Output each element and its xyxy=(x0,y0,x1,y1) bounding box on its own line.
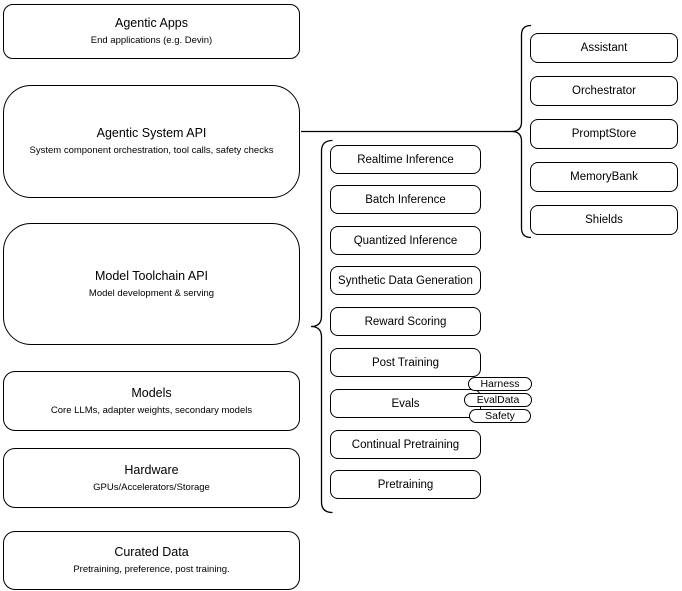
box-title: Agentic System API xyxy=(96,126,207,140)
toolchain-item-synthetic-data-generation: Synthetic Data Generation xyxy=(330,266,481,295)
component-promptstore: PromptStore xyxy=(530,119,678,149)
box-title: Model Toolchain API xyxy=(94,268,209,283)
box-subtitle: System component orchestration, tool cal… xyxy=(29,145,274,156)
agentic-apps-box: Agentic Apps End applications (e.g. Devi… xyxy=(3,4,300,59)
evals-tag-harness: Harness xyxy=(468,377,532,391)
toolchain-item-continual-pretraining: Continual Pretraining xyxy=(330,430,481,459)
curated-data-box: Curated Data Pretraining, preference, po… xyxy=(3,531,300,590)
evals-tag-evaldata: EvalData xyxy=(464,393,532,407)
models-box: Models Core LLMs, adapter weights, secon… xyxy=(3,371,300,431)
box-subtitle: Core LLMs, adapter weights, secondary mo… xyxy=(50,404,253,416)
agentic-system-api-box: Agentic System API System component orch… xyxy=(3,85,300,198)
box-subtitle: End applications (e.g. Devin) xyxy=(90,35,213,46)
box-subtitle: GPUs/Accelerators/Storage xyxy=(93,481,210,493)
model-toolchain-api-box: Model Toolchain API Model development & … xyxy=(3,223,300,345)
toolchain-item-reward-scoring: Reward Scoring xyxy=(330,307,481,336)
component-memorybank: MemoryBank xyxy=(530,162,678,192)
box-title: Curated Data xyxy=(114,545,189,559)
toolchain-item-post-training: Post Training xyxy=(330,348,481,377)
toolchain-item-evals: Evals xyxy=(330,389,481,418)
box-title: Models xyxy=(131,385,172,400)
toolchain-item-pretraining: Pretraining xyxy=(330,470,481,499)
evals-tag-safety: Safety xyxy=(469,409,531,423)
hardware-box: Hardware GPUs/Accelerators/Storage xyxy=(3,448,300,508)
toolchain-item-batch-inference: Batch Inference xyxy=(330,185,481,214)
toolchain-item-quantized-inference: Quantized Inference xyxy=(330,226,481,255)
toolchain-brace xyxy=(310,139,333,514)
box-title: Hardware xyxy=(124,462,179,477)
components-brace xyxy=(511,24,532,239)
component-assistant: Assistant xyxy=(530,33,678,63)
box-title: Agentic Apps xyxy=(115,16,188,30)
box-subtitle: Model development & serving xyxy=(88,287,215,299)
toolchain-item-realtime-inference: Realtime Inference xyxy=(330,145,481,174)
component-orchestrator: Orchestrator xyxy=(530,76,678,106)
box-subtitle: Pretraining, preference, post training. xyxy=(73,564,230,575)
component-shields: Shields xyxy=(530,205,678,235)
